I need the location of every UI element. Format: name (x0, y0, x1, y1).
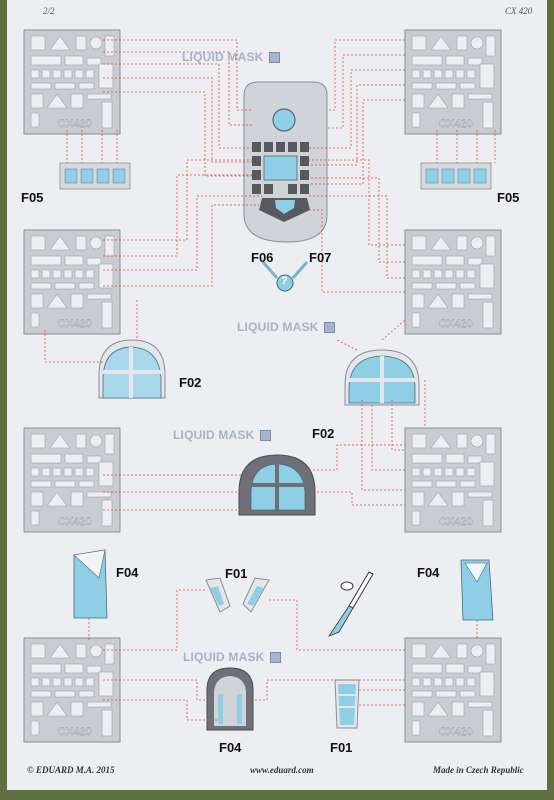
label-f01-bottom: F01 (330, 740, 353, 755)
mask-square-icon (269, 652, 281, 664)
label-f07: F07 (309, 250, 332, 265)
fret-lower-right (404, 427, 502, 533)
page-number: 2/2 (43, 6, 55, 16)
fret-bottom-right (404, 637, 502, 743)
label-f06: F06 (251, 250, 274, 265)
label-f04-bottom: F04 (219, 740, 242, 755)
mask-square-icon (268, 52, 280, 64)
mask-square-icon (323, 322, 335, 334)
guide-lines (44, 39, 496, 721)
label-f05-left: F05 (21, 190, 44, 205)
help-mark: ? (281, 275, 288, 287)
fret-mid-right (404, 229, 502, 335)
mask-square-icon (259, 430, 271, 442)
part-f04-left (73, 549, 108, 619)
fret-lower-left (23, 427, 121, 533)
panel-f05-right (420, 162, 492, 190)
label-f05-right: F05 (497, 190, 520, 205)
panel-f05-left (59, 162, 131, 190)
part-f01-bottom (334, 679, 360, 729)
sheet-code: CX 420 (505, 6, 533, 16)
footer-copyright: © EDUARD M.A. 2015 (27, 765, 115, 775)
label-f01-top: F01 (225, 566, 248, 581)
footer-origin: Made in Czech Republic (433, 765, 524, 775)
dome-f02-right (344, 349, 420, 406)
label-f04-right: F04 (417, 565, 440, 580)
fret-top-left (23, 29, 121, 135)
dome-liquid-mask (238, 454, 316, 516)
liquid-mask-label-3: LIQUID MASK (173, 428, 271, 442)
help-symbol (261, 261, 309, 292)
part-f01-upper (205, 577, 270, 613)
dome-f02-left (98, 339, 166, 399)
part-f04-right (460, 559, 494, 621)
label-f02-right: F02 (312, 426, 335, 441)
canopy-frame-f06-f07 (243, 81, 328, 243)
knife-illustration (327, 571, 374, 637)
liquid-mask-label-4: LIQUID MASK (183, 650, 281, 664)
label-f02-left: F02 (179, 375, 202, 390)
fret-mid-left (23, 229, 121, 335)
fret-top-right (404, 29, 502, 135)
liquid-mask-label-2: LIQUID MASK (237, 320, 335, 334)
fret-bottom-left (23, 637, 121, 743)
part-f04-bottom (206, 667, 254, 731)
label-f04-left: F04 (116, 565, 139, 580)
liquid-mask-label-1: LIQUID MASK (182, 50, 280, 64)
footer-website: www.eduard.com (250, 765, 314, 775)
